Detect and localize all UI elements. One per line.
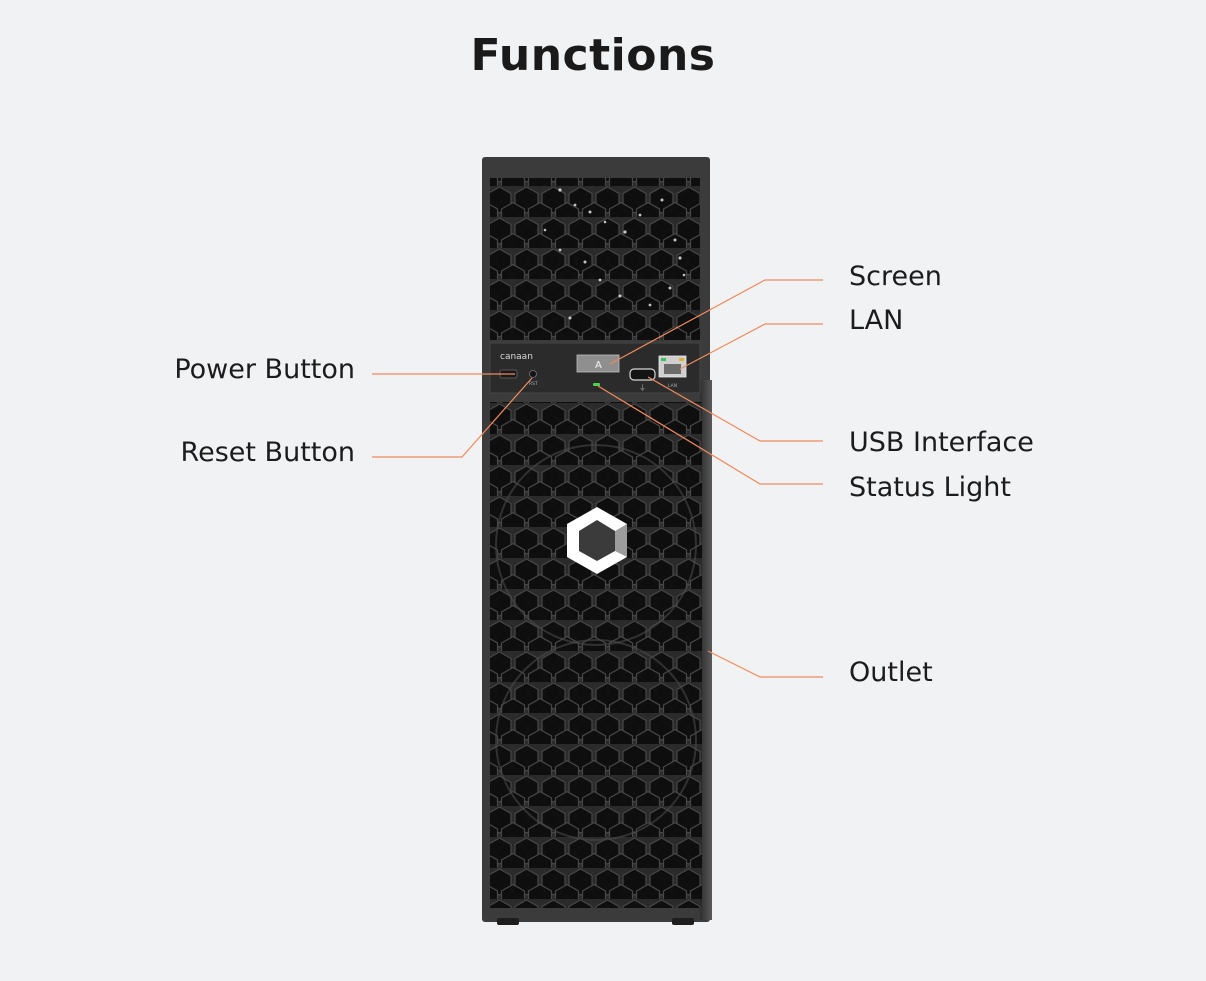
- canaan-logo-icon: [567, 507, 627, 574]
- top-mesh-grille: [490, 178, 700, 340]
- brand-logo-text: canaan: [500, 352, 533, 362]
- callout-lines: [372, 279, 823, 678]
- label-status-light: Status Light: [849, 472, 1011, 503]
- fan-highlights: [543, 188, 686, 320]
- fan-ring-lower: [495, 639, 697, 841]
- callout-status: [597, 385, 823, 485]
- label-outlet: Outlet: [849, 657, 933, 688]
- label-power-button: Power Button: [174, 354, 355, 385]
- foot-right: [672, 918, 694, 925]
- screen-glyph: A: [595, 360, 602, 371]
- side-panel: [700, 380, 712, 920]
- reset-button-shape[interactable]: [529, 370, 537, 378]
- fan-ring-upper: [495, 444, 697, 646]
- page-title: Functions: [470, 30, 716, 81]
- callout-lan: [679, 323, 823, 370]
- lower-mesh-grille: [490, 402, 702, 908]
- usb-symbol-icon: ⏚: [639, 384, 646, 392]
- callout-reset: [372, 377, 533, 458]
- label-usb-interface: USB Interface: [849, 427, 1034, 458]
- reset-marking: RST: [529, 381, 538, 387]
- foot-left: [497, 918, 519, 925]
- chassis: canaan RST A ⏚ LAN: [482, 157, 712, 925]
- label-reset-button: Reset Button: [180, 437, 355, 468]
- status-light-led: [593, 383, 600, 386]
- callout-screen: [609, 279, 823, 365]
- callout-usb: [647, 376, 823, 442]
- label-screen: Screen: [849, 261, 942, 292]
- label-lan: LAN: [849, 305, 904, 336]
- screen-display: [576, 354, 620, 373]
- lan-marking: LAN: [668, 383, 677, 389]
- callout-outlet: [707, 650, 823, 678]
